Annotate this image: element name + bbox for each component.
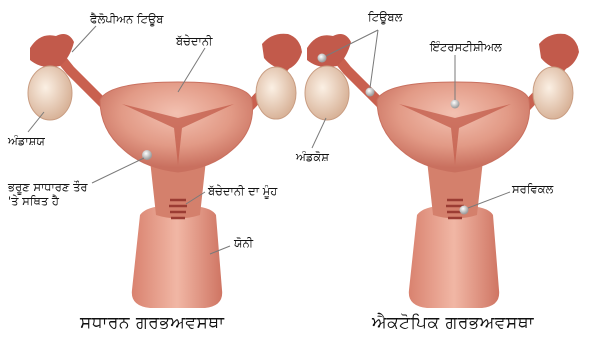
left-fimbria-right [262, 34, 302, 70]
label-vagina: ਯੋਨੀ [234, 236, 253, 250]
left-vagina-shape [132, 206, 222, 308]
right-embryo-tubal-2 [366, 88, 375, 97]
label-interstitial: ਇੰਟਰਸਟੀਸ਼ੀਅਲ [430, 40, 502, 54]
left-anatomy [28, 34, 302, 308]
label-uterus: ਬੱਚੇਦਾਨੀ [176, 34, 212, 48]
label-ovary-left: ਅੰਡਾਸ਼ਯ [8, 134, 45, 148]
right-ovary-right [533, 67, 573, 119]
right-embryo-interstitial [451, 100, 460, 109]
label-ovary-right: ਅੰਡਕੋਸ਼ [296, 150, 329, 164]
label-tubal: ਟਿਊਬਲ [368, 10, 402, 24]
leader-ovary-left [28, 112, 44, 132]
right-anatomy [305, 34, 579, 308]
caption-normal-pregnancy: ਸਧਾਰਨ ਗਰਭਅਵਸਥਾ [80, 313, 224, 333]
right-ovary-left [305, 66, 349, 120]
left-ovary-left [28, 66, 72, 120]
leader-fallopian-tube [72, 26, 96, 52]
leader-ovary-right [312, 118, 326, 148]
left-ovary-right [256, 67, 296, 119]
right-embryo-cervical [460, 206, 469, 215]
right-embryo-tubal-1 [318, 54, 327, 63]
caption-ectopic-pregnancy: ਐਕਟੋਪਿਕ ਗਰਭਅਵਸਥਾ [372, 313, 534, 333]
label-embryo: ਭਰੂਣ ਸਾਧਾਰਣ ਤੌਰ 'ਤੇ ਸਥਿਤ ਹੈ [8, 180, 100, 208]
label-cervical: ਸਰਵਿਕਲ [512, 182, 553, 196]
leader-tubal-2 [370, 30, 378, 88]
label-cervix: ਬੱਚੇਦਾਨੀ ਦਾ ਮੂੰਹ [208, 184, 277, 198]
right-vagina-shape [409, 206, 499, 308]
right-fimbria-right [539, 34, 579, 70]
label-fallopian-tube: ਫੈਲੋਪੀਅਨ ਟਿਊਬ [90, 12, 163, 26]
